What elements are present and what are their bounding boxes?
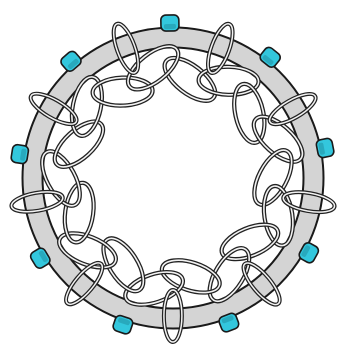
chain-link-outline bbox=[158, 50, 223, 109]
bead bbox=[161, 15, 179, 31]
bead bbox=[11, 144, 30, 164]
chain-link-outline bbox=[47, 114, 110, 175]
bead bbox=[316, 138, 335, 159]
beads bbox=[11, 15, 335, 335]
bead-shade bbox=[164, 24, 176, 29]
bead-body bbox=[11, 144, 30, 164]
bead-body bbox=[316, 138, 335, 159]
chain-link bbox=[47, 114, 110, 175]
inner-links bbox=[10, 21, 336, 342]
chain-link bbox=[158, 50, 223, 109]
chain-link bbox=[247, 144, 300, 210]
